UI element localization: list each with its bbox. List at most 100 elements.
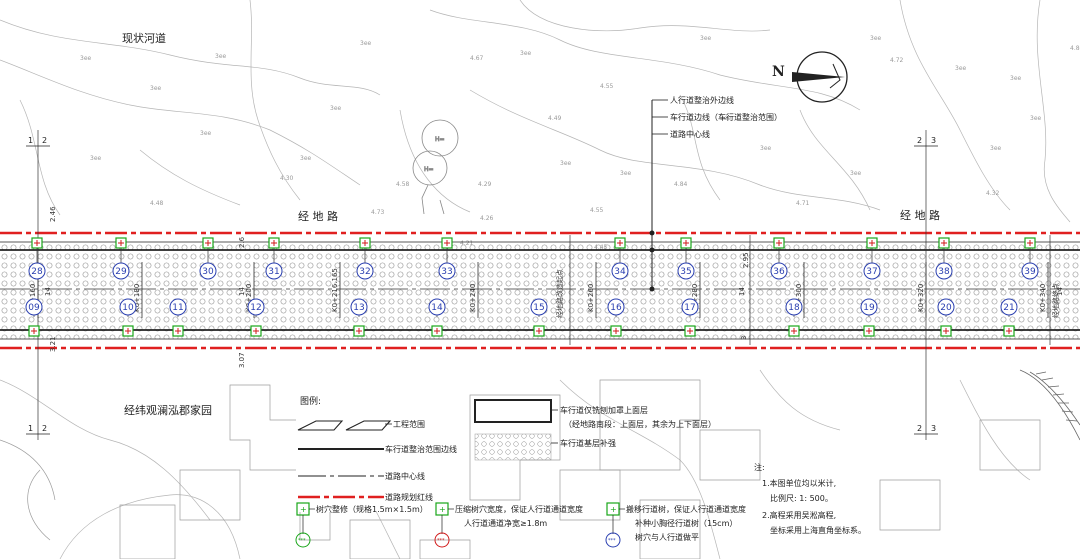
- tree-marker: 14: [428, 298, 446, 337]
- section-mark: 3: [931, 136, 936, 145]
- topo-elevation: 4.67: [470, 55, 484, 62]
- svg-text:H=: H=: [424, 166, 434, 173]
- section-mark: 2: [42, 424, 47, 433]
- tree-number: 12: [250, 303, 261, 313]
- dim-label: 3: [740, 336, 748, 340]
- svg-text:+: +: [300, 505, 307, 514]
- station-extra-label: 经地路终点: [1051, 283, 1060, 318]
- topo-elevation: 4.29: [478, 181, 492, 188]
- legend-overlay-label: 车行道仅铣刨加罩上面层: [560, 405, 648, 415]
- section-mark: 1: [28, 136, 33, 145]
- tree-marker: 15: [530, 298, 548, 337]
- legend-centerline: 道路中心线: [298, 471, 425, 481]
- callout-carriage-edge: 车行道边线（车行道整治范围）: [670, 112, 782, 122]
- section-mark: 1: [28, 424, 33, 433]
- station-label: K0+260: [587, 284, 595, 312]
- tree-number: 18: [788, 303, 800, 313]
- station-label: K0+200: [245, 284, 253, 312]
- legend-red-line-label: 道路规划红线: [385, 492, 433, 502]
- tree-number: 19: [863, 303, 875, 313]
- legend-narrow-pit: + *** 压缩树穴宽度，保证人行道通道宽度 人行道通道净宽≥1.8m: [434, 502, 583, 548]
- tree-marker: 10: [119, 298, 137, 337]
- topo-elevation: 4.73: [371, 209, 385, 216]
- dim-label: 3.07: [238, 352, 246, 368]
- topo-elevation: 4.72: [890, 57, 904, 64]
- station-label: K0+280: [691, 284, 699, 312]
- survey-point: 3ee: [90, 155, 102, 162]
- north-arrow: N: [772, 51, 848, 103]
- legend-title: 图例:: [300, 395, 321, 407]
- dim-label: 2.46: [49, 206, 57, 222]
- tree-number: 17: [684, 303, 695, 313]
- tree-number: 37: [866, 267, 877, 277]
- topo-elevation: 4.58: [396, 181, 410, 188]
- legend-red-line: 道路规划红线: [298, 492, 433, 502]
- survey-point: 3ee: [850, 170, 862, 177]
- circular-structure: [1019, 369, 1080, 441]
- dim-label: 2.95: [742, 252, 750, 268]
- survey-point: 3ee: [720, 115, 732, 122]
- tree-marker: 11: [169, 298, 187, 337]
- station-label: K0+320: [917, 284, 925, 312]
- survey-point: 3ee: [700, 35, 712, 42]
- legend-overlay: 车行道仅铣刨加罩上面层 （经地路南段：上面层，其余为上下面层）: [474, 399, 716, 429]
- section-mark: 2: [42, 136, 47, 145]
- svg-text:+: +: [610, 505, 617, 514]
- station-extra-label: 经地路改造起点: [555, 269, 564, 318]
- legend-project-scope: 工程范围: [297, 419, 425, 431]
- legend-base-patch-label: 车行道基层补强: [560, 438, 616, 448]
- callout-sidewalk-edge: 人行道整治外边线: [670, 95, 734, 105]
- notes-line: 坐标采用上海直角坐标系。: [770, 525, 866, 535]
- survey-point: 3ee: [955, 65, 967, 72]
- tree-marker: 17: [681, 298, 699, 337]
- tree-marker: 38: [935, 237, 953, 280]
- road-name-right: 经 地 路: [900, 209, 940, 222]
- tree-marker: 13: [350, 298, 368, 337]
- tree-marker: 37: [863, 237, 881, 280]
- survey-point: 3ee: [330, 105, 342, 112]
- tree-marker: 28: [28, 237, 46, 280]
- topo-elevation: 4.80: [1070, 45, 1080, 52]
- tree-marker: 34: [611, 237, 629, 280]
- tree-marker: 16: [607, 298, 625, 337]
- river-label: 现状河道: [122, 31, 166, 45]
- section-mark: 2: [917, 424, 922, 433]
- topo-elevation-labels: 4.584.294.264.554.454.734.844.714.494.67…: [80, 35, 1080, 251]
- tree-marker: 09: [25, 298, 43, 337]
- tree-number: 34: [614, 267, 626, 277]
- tree-number: 13: [353, 303, 364, 313]
- survey-point: 3ee: [760, 145, 772, 152]
- dim-label: 14: [738, 287, 746, 296]
- tree-number: 16: [610, 303, 622, 313]
- dimension-labels: 2.46 14 3.21 3.07 2.6 14 2.95 14 3 14: [44, 206, 1064, 368]
- legend-base-patch: 车行道基层补强: [474, 433, 616, 461]
- tree-marker: 20: [937, 298, 955, 337]
- tree-marker: 36: [770, 237, 788, 280]
- topo-elevation: 4.32: [986, 190, 1000, 197]
- svg-text:H=: H=: [435, 136, 445, 143]
- legend-relocate-tree-label-2: 补种小胸径行道树（15cm）: [635, 518, 737, 528]
- dim-label: 2.6: [238, 236, 246, 248]
- notes: 注: 1.本图单位均以米计, 比例尺: 1: 500。 2.高程采用吴淞高程, …: [754, 462, 866, 535]
- section-mark: 3: [931, 424, 936, 433]
- legend-relocate-tree: + *** 搬移行道树，保证人行道通道宽度 补种小胸径行道树（15cm） 树穴与…: [605, 502, 746, 548]
- road: [0, 130, 1080, 440]
- survey-point: 3ee: [1010, 75, 1022, 82]
- tree-number: 35: [680, 267, 691, 277]
- station-label: K0+240: [469, 284, 477, 312]
- tree-number: 21: [1003, 303, 1014, 313]
- dim-label: 3.21: [49, 336, 57, 352]
- survey-point: 3ee: [360, 40, 372, 47]
- station-label: K0+160: [29, 284, 37, 312]
- community-label: 经纬观澜泓郡家园: [124, 403, 212, 417]
- tree-number: 38: [938, 267, 950, 277]
- callout-centerline: 道路中心线: [670, 129, 710, 139]
- station-label: K0+340: [1039, 284, 1047, 312]
- tree-marker: 39: [1021, 237, 1039, 280]
- tree-number: 36: [773, 267, 785, 277]
- tree-number: 39: [1024, 267, 1036, 277]
- svg-text:***: ***: [608, 538, 616, 544]
- legend-narrow-pit-label: 压缩树穴宽度，保证人行道通道宽度: [455, 504, 583, 514]
